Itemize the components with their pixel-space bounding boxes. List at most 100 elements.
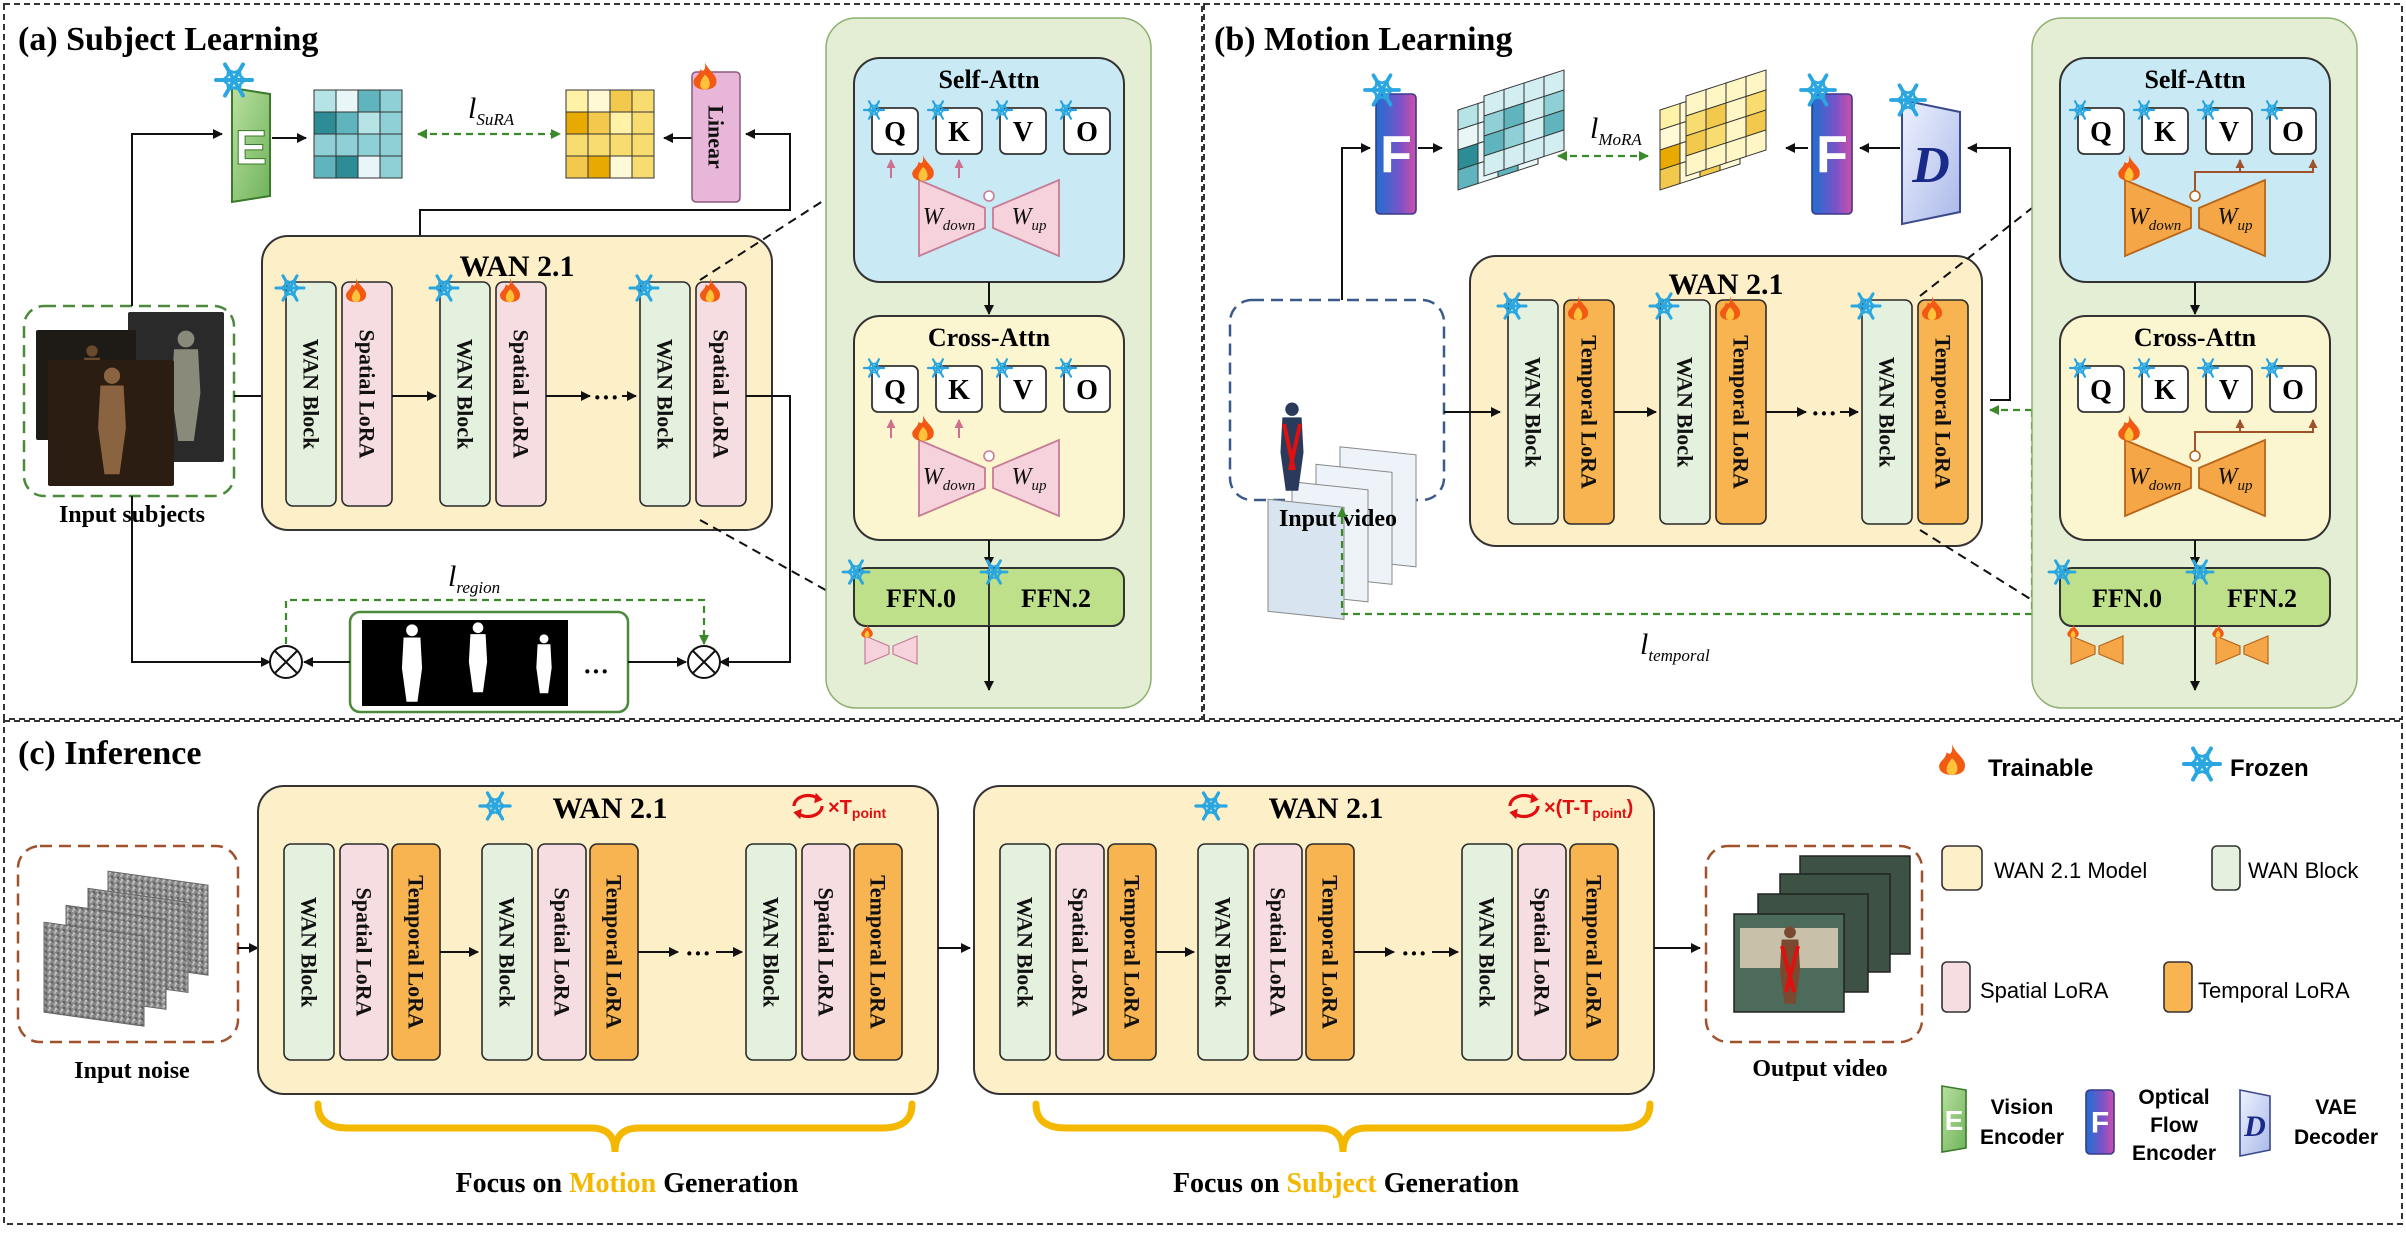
attn-v-box: V [990,100,1047,155]
snowflake-icon [1496,292,1528,320]
lora-up-shape [992,178,1060,258]
snowflake-icon [1363,73,1401,107]
legend-wan-block-label: WAN Block [2248,858,2359,883]
legend-spatial-label: Spatial LoRA [1980,978,2109,1003]
wan-to-vae-line [1967,143,2011,401]
subject-feature-grid [313,89,403,179]
self-attn-title: Self-Attn [2144,65,2246,94]
attn-o-label: O [1076,375,1098,406]
spatial-lora-block: Spatial LoRA [341,281,393,507]
attn-k-box: K [926,358,983,413]
snowflake-branch [227,86,236,91]
grid-cell [631,155,655,179]
flame-icon [2118,155,2140,181]
snowflake-branch [869,103,872,109]
attn-q-shape [871,365,919,413]
snowflake-branch [2139,103,2142,109]
snowflake-branch [226,69,230,78]
flame-inner [2124,167,2134,181]
snowflake-branch [1061,361,1064,367]
legend-vae-label: Decoder [2294,1126,2378,1149]
wan-block-shape [1461,843,1513,1061]
w-up-label: Wup [2218,204,2254,234]
snowflake-branch [493,796,501,801]
focus-brace [1032,1100,1654,1153]
snowflake-branch [1900,89,1904,98]
lora-up-shape [992,438,1060,518]
spatial-lora-block-shape [495,281,547,507]
snowflake-branch [1510,297,1518,302]
attn-v-shape [2205,107,2253,155]
grid-cell [313,111,337,135]
grid-cell [379,155,403,179]
snowflake-branch [1901,105,1910,111]
snowflake-branch [2146,369,2149,375]
snowflake-icon [628,274,660,302]
repeat-label: ×Tpoint [828,797,886,821]
attn-k-label: K [948,117,970,148]
snowflake-branch [937,103,942,107]
letter-glyph: F [1380,126,1412,184]
wan-block: WAN Block [1659,299,1711,525]
label-part: up [1032,218,1048,234]
temporal-lora-block: Temporal LoRA [1917,299,1969,525]
snowflake-branch [2267,361,2270,367]
vertical-label: Temporal LoRA [1729,335,1754,489]
wan-block-shape [1197,843,1249,1061]
panel-a-title: (a) Subject Learning [18,21,318,58]
vision-encoder: E [231,86,271,204]
mini-lora-down [2215,635,2241,665]
snowflake-icon [1850,292,1882,320]
person-body [401,637,423,702]
snowflake-branch [447,289,451,297]
ellipsis: ··· [1811,399,1837,428]
lora-node [2189,450,2201,462]
ellipsis: ··· [593,383,619,412]
sura-loss-label: lSuRA [468,92,515,129]
grid-cell [335,133,359,157]
grid-cell [565,111,589,135]
snowflake-icon [926,100,950,120]
flame-inner [918,427,928,441]
snowflake-branch [1658,310,1666,315]
legend-vision-label: Vision [1991,1096,2054,1119]
lora-link [2195,159,2318,173]
snowflake-branch [1068,111,1071,117]
input-noise: Input noise [16,844,240,1084]
vertical-label: WAN Block [1475,897,1500,1008]
snowflake-branch [1065,103,1070,107]
grid-cell [1745,129,1767,158]
zoom-line [699,519,841,599]
snowflake-branch [1204,796,1208,805]
legend-vision-encoder: E [1941,1085,1967,1153]
snowflake-icon [214,62,254,98]
snowflake-branch [2075,361,2078,367]
video-frame [1267,498,1345,620]
flame-inner [2124,427,2134,441]
mora-loss-label: lMoRA [1590,112,1642,149]
wan-block-shape [1507,299,1559,525]
mask-image-bg [362,620,568,706]
temporal-lora-block: Temporal LoRA [853,843,903,1061]
label-part: W [1012,204,1034,230]
vertical-label: Temporal LoRA [1577,335,1602,489]
attn-v-label: V [1013,117,1033,148]
label-part: l [1640,628,1648,661]
label-part: down [2149,478,2182,494]
snowflake-icon [2132,358,2156,378]
person-figure [401,624,423,702]
flame-icon [2118,415,2140,441]
snowflake-branch [1061,103,1064,109]
snowflake-branch [1811,95,1820,101]
snowflake-branch [2210,111,2213,117]
wan-block-shape [439,281,491,507]
grid-cell [609,133,633,157]
attn-q-label: Q [2090,117,2112,148]
spatial-lora-block: Spatial LoRA [695,281,747,507]
legend-e-letter: E [1945,1105,1964,1136]
label-part: ×T [828,797,852,819]
